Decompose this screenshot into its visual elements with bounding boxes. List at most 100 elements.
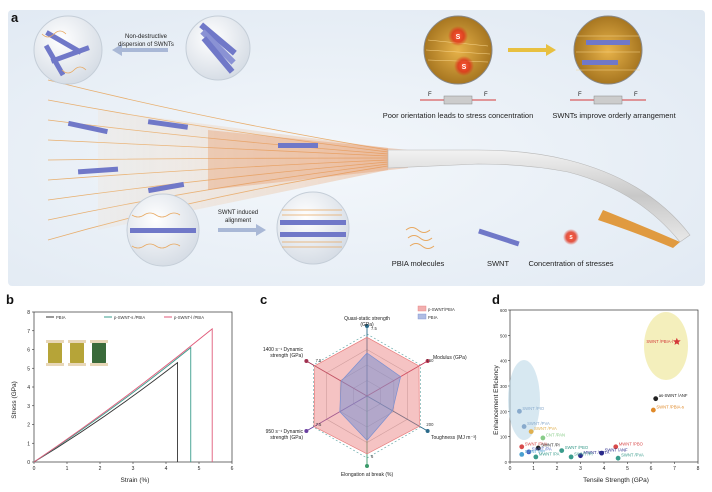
- d-xtick-label: 3: [579, 466, 582, 472]
- c-axis-arrowhead: [304, 359, 309, 363]
- improve-caption: SWNTs improve orderly arrangement: [552, 111, 676, 120]
- c-axis-label: strength (GPa): [270, 353, 303, 359]
- b-frame: [33, 311, 233, 463]
- d-ytick-label: 200: [500, 409, 508, 414]
- d-point-label: SWNT /PIO: [522, 406, 545, 411]
- d-point: [540, 435, 546, 441]
- c-series-polygon: [339, 352, 401, 441]
- d-point: [519, 452, 525, 457]
- b-xtick-label: 4: [165, 466, 168, 472]
- force-symbol-1: F: [428, 92, 432, 98]
- d-point-star: [673, 337, 681, 345]
- stress-symbol-1: S: [456, 34, 461, 41]
- c-axis-label: 1400 s⁻¹ Dynamic: [263, 347, 304, 353]
- d-point: [526, 449, 532, 455]
- c-axis-arrowhead: [304, 429, 309, 433]
- d-xlabel: Tensile Strength (GPa): [583, 477, 649, 484]
- panel-a-label: a: [11, 10, 19, 25]
- d-point-label: SWNT /PVA: [621, 453, 644, 458]
- d-point: [517, 408, 522, 414]
- force-symbol-3: F: [578, 92, 582, 98]
- b-legend-label: PBIA: [56, 315, 66, 320]
- d-point: [578, 453, 583, 459]
- fiber-tube: [387, 149, 691, 248]
- stress-symbol-2: S: [462, 64, 467, 71]
- swnt-bars-fan: [67, 119, 318, 194]
- c-legend-label: PBIA: [428, 315, 438, 320]
- poor-orientation-caption: Poor orientation leads to stress concent…: [383, 111, 534, 120]
- d-point: [521, 424, 527, 429]
- legend-swnt: SWNT: [487, 259, 509, 268]
- d-ytick-label: 600: [500, 308, 508, 313]
- ordered-circle: [573, 15, 643, 85]
- panel-b-label: b: [6, 292, 14, 307]
- b-xtick-label: 1: [66, 466, 69, 472]
- c-axis-max-label: 7.5: [316, 358, 322, 363]
- d-point-label: MWNT /PBO: [619, 441, 644, 446]
- b-legend: PBIA p-SWNT-s /PBIA p-SWNT-l /PBIA: [46, 315, 204, 320]
- c-legend-label: p-SWNT/PBIA: [428, 307, 455, 312]
- legend-stress-dot: [563, 229, 579, 245]
- d-point-label: SWNT /PVA: [534, 426, 557, 431]
- d-point-label: SWNT /PP: [525, 449, 545, 454]
- d-xtick-label: 6: [650, 466, 653, 472]
- b-ytick-label: 0: [27, 460, 30, 466]
- c-series: [313, 336, 420, 455]
- b-legend-label: p-SWNT-l /PBIA: [174, 315, 204, 320]
- d-point-label: SWNT /PI: [574, 451, 593, 456]
- d-xtick-label: 1: [532, 466, 535, 472]
- d-ylabel: Enhancement Efficiency: [493, 364, 500, 434]
- fiber-spools: [46, 340, 108, 366]
- d-point: [613, 444, 619, 450]
- d-xtick-label: 5: [626, 466, 629, 472]
- d-ytick-label: 0: [505, 460, 508, 465]
- b-xtick-label: 5: [198, 466, 201, 472]
- c-axis-max-label: 7.5: [371, 326, 377, 331]
- b-xtick-label: 0: [33, 466, 36, 472]
- d-shaded-regions: [508, 312, 688, 440]
- b-ytick-label: 3: [27, 404, 30, 410]
- force-bar-right: F F: [570, 92, 646, 105]
- force-bar-left: F F: [420, 92, 496, 105]
- d-point: [528, 429, 534, 434]
- panel-d-label: d: [492, 292, 500, 307]
- d-point-label: SWNT /PVA: [525, 441, 548, 446]
- d-point-label: SWNT /PVA: [527, 421, 550, 426]
- b-ytick-label: 8: [27, 310, 30, 316]
- dispersion-sphere: [33, 15, 103, 85]
- d-point-label: CNT /PAN: [546, 432, 565, 437]
- c-axis-label: 950 s⁻¹ Dynamic: [266, 429, 304, 435]
- d-ytick-label: 300: [500, 384, 508, 389]
- c-axis-arrowhead: [365, 464, 369, 468]
- c-labels: Quasi-static strength(GPa)Modulus (GPa)T…: [263, 316, 477, 478]
- c-legend-swatch: [417, 305, 427, 312]
- b-ylabel: Stress (GPa): [11, 381, 18, 419]
- d-ytick-label: 400: [500, 359, 508, 364]
- d-xtick-label: 4: [603, 466, 606, 472]
- d-point-label: SWNT /PBO: [565, 445, 589, 450]
- force-symbol-2: F: [484, 92, 488, 98]
- b-ytick-label: 4: [27, 385, 30, 391]
- legend-stress-symbol: S: [569, 235, 573, 241]
- d-xtick-label: 2: [556, 466, 559, 472]
- bundle-sphere: [185, 15, 251, 81]
- b-ytick-label: 7: [27, 329, 30, 335]
- d-point: [568, 454, 574, 460]
- d-point: [535, 445, 541, 451]
- force-symbol-4: F: [634, 92, 638, 98]
- panel-c-chart: Quasi-static strength(GPa)Modulus (GPa)T…: [263, 305, 477, 478]
- c-axis-max-label: 7.5: [316, 422, 322, 427]
- c-axis-label: strength (GPa): [270, 435, 303, 441]
- d-point-label: SWNT /PBIA-l: [646, 339, 673, 344]
- b-legend-label: p-SWNT-s /PBIA: [114, 315, 145, 320]
- d-point: [599, 450, 605, 456]
- b-xtick-label: 6: [231, 466, 234, 472]
- panel-c-label: c: [260, 292, 268, 307]
- d-point-label: SWNT /PI: [541, 443, 560, 448]
- b-xlabel: Strain (%): [121, 477, 150, 484]
